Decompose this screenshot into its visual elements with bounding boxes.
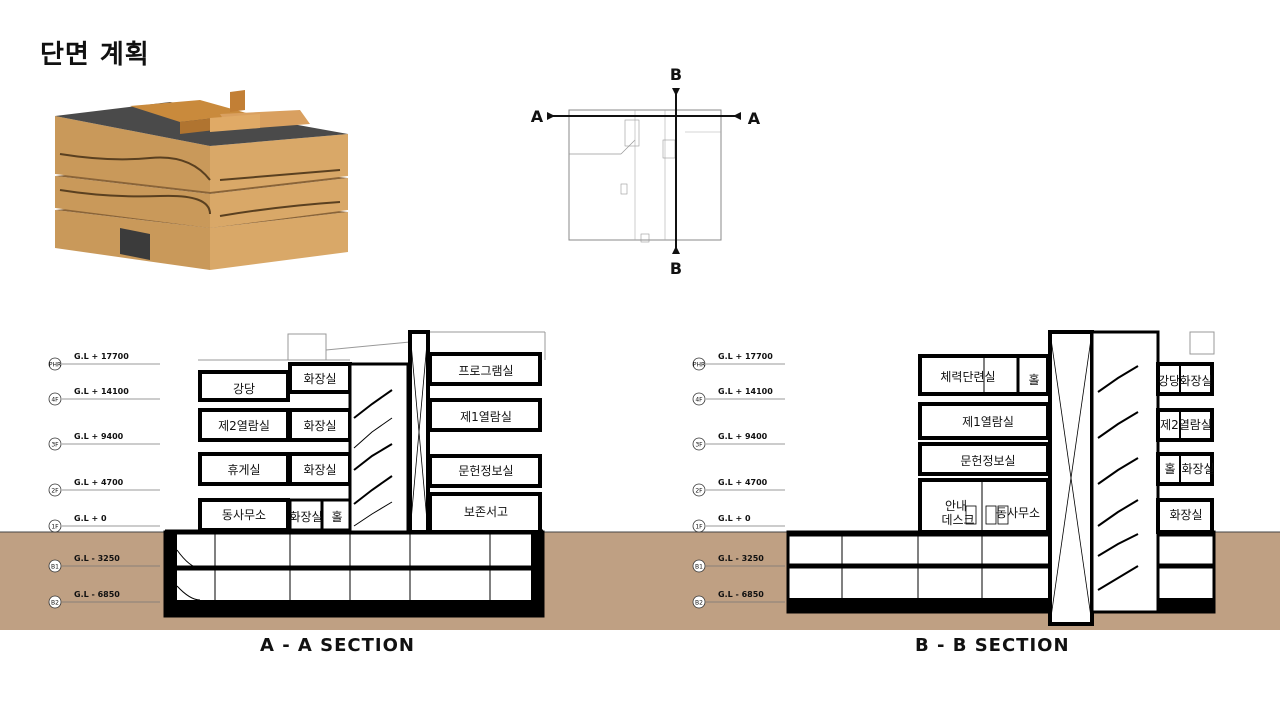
bb-room-restroom-1f: 화장실 bbox=[1169, 508, 1202, 522]
level-marker-circle bbox=[48, 519, 62, 533]
bb-room-office: 동사무소 bbox=[996, 506, 1040, 520]
bb-room-restroom-4f: 화장실 bbox=[1179, 374, 1212, 388]
cut-label-b-top: B bbox=[670, 65, 682, 84]
level-code: 4F bbox=[695, 397, 703, 404]
level-label: G.L + 9400 bbox=[718, 432, 768, 441]
level-marker-circle bbox=[692, 357, 706, 371]
level-marker-2f: 2F G.L + 4700 bbox=[48, 478, 160, 497]
level-marker-circle bbox=[692, 392, 706, 406]
level-label: G.L - 6850 bbox=[718, 590, 764, 599]
aa-room-restroom-3f: 화장실 bbox=[303, 419, 336, 433]
level-marker-b2: B2 G.L - 6850 bbox=[48, 590, 160, 609]
bb-room-reading1: 제1열람실 bbox=[962, 415, 1014, 429]
aa-room-reading1: 제1열람실 bbox=[460, 410, 512, 424]
level-code: 4F bbox=[51, 397, 59, 404]
level-code: 2F bbox=[51, 488, 59, 495]
level-marker-phr: PHR G.L + 17700 bbox=[692, 352, 785, 371]
level-marker-circle bbox=[692, 519, 706, 533]
level-marker-4f: 4F G.L + 14100 bbox=[48, 387, 160, 406]
level-marker-4f: 4F G.L + 14100 bbox=[692, 387, 785, 406]
level-code: B1 bbox=[51, 564, 59, 571]
level-code: 1F bbox=[695, 524, 703, 531]
level-label: G.L + 0 bbox=[718, 514, 751, 523]
level-marker-circle bbox=[692, 595, 706, 609]
section-aa-drawing: 강당 화장실 프로그램실 제2열람실 화장실 제1열람실 휴게실 화장실 문헌정… bbox=[163, 330, 546, 618]
bb-room-info-desk-2: 데스크 bbox=[941, 513, 974, 527]
bb-room-hall-4f: 홀 bbox=[1028, 373, 1039, 387]
aa-room-lounge: 휴게실 bbox=[227, 463, 260, 477]
level-marker-circle bbox=[692, 437, 706, 451]
bb-room-reading2: 제2열람실 bbox=[1160, 418, 1212, 432]
aa-room-auditorium: 강당 bbox=[233, 382, 255, 396]
aa-room-documents: 문헌정보실 bbox=[458, 464, 513, 478]
level-code: 3F bbox=[51, 442, 59, 449]
bb-room-auditorium: 강당 bbox=[1158, 374, 1180, 388]
level-label: G.L + 17700 bbox=[74, 352, 129, 361]
level-code: B2 bbox=[695, 600, 703, 607]
level-marker-1f: 1F G.L + 0 bbox=[692, 514, 785, 533]
level-marker-circle bbox=[48, 559, 62, 573]
section-aa-caption: A - A SECTION bbox=[260, 635, 415, 656]
level-label: G.L + 14100 bbox=[718, 387, 773, 396]
level-marker-3f: 3F G.L + 9400 bbox=[692, 432, 785, 451]
level-label: G.L - 3250 bbox=[718, 554, 764, 563]
level-marker-3f: 3F G.L + 9400 bbox=[48, 432, 160, 451]
aa-room-program: 프로그램실 bbox=[458, 364, 513, 378]
level-marker-circle bbox=[692, 559, 706, 573]
level-marker-circle bbox=[48, 392, 62, 406]
section-bb-caption: B - B SECTION bbox=[915, 635, 1070, 656]
level-marker-circle bbox=[692, 483, 706, 497]
level-marker-phr: PHR G.L + 17700 bbox=[48, 352, 160, 371]
level-code: 1F bbox=[51, 524, 59, 531]
aa-room-restroom-4f: 화장실 bbox=[303, 372, 336, 386]
cut-label-b-bottom: B bbox=[670, 259, 682, 278]
level-label: G.L + 0 bbox=[74, 514, 107, 523]
level-marker-1f: 1F G.L + 0 bbox=[48, 514, 160, 533]
bb-room-info-desk-1: 안내 bbox=[945, 499, 967, 513]
level-label: G.L + 4700 bbox=[74, 478, 124, 487]
bb-room-documents: 문헌정보실 bbox=[960, 454, 1015, 468]
sections-drawing: PHR G.L + 17700 4F G.L + 14100 3F G.L + 9400 2… bbox=[0, 330, 1280, 630]
cut-label-a-right: A bbox=[748, 109, 761, 128]
bb-room-restroom-2f: 화장실 bbox=[1181, 462, 1214, 476]
aa-room-hall: 홀 bbox=[331, 510, 342, 524]
section-bb-drawing: 체력단련실 홀 강당 화장실 제1열람실 제2열람실 문헌정보실 홀 화장실 안… bbox=[786, 330, 1216, 626]
level-label: G.L + 9400 bbox=[74, 432, 124, 441]
level-code: PHR bbox=[693, 362, 705, 369]
level-markers-bb: PHR G.L + 17700 4F G.L + 14100 3F G.L + 9400 2… bbox=[692, 352, 785, 609]
level-label: G.L + 17700 bbox=[718, 352, 773, 361]
level-label: G.L + 4700 bbox=[718, 478, 768, 487]
level-code: B1 bbox=[695, 564, 703, 571]
aa-room-restroom-2f: 화장실 bbox=[303, 463, 336, 477]
aa-room-restroom-1f: 화장실 bbox=[289, 510, 322, 524]
level-code: 3F bbox=[695, 442, 703, 449]
massing-model-image bbox=[55, 90, 348, 270]
level-code: B2 bbox=[51, 600, 59, 607]
level-label: G.L + 14100 bbox=[74, 387, 129, 396]
level-marker-b1: B1 G.L - 3250 bbox=[692, 554, 785, 573]
level-markers-aa: PHR G.L + 17700 4F G.L + 14100 3F G.L + 9400 2… bbox=[48, 352, 160, 609]
key-plan: A A B B bbox=[531, 65, 761, 278]
bb-room-hall-2f: 홀 bbox=[1164, 462, 1175, 476]
level-code: PHR bbox=[49, 362, 61, 369]
aa-room-office: 동사무소 bbox=[222, 508, 266, 522]
level-marker-2f: 2F G.L + 4700 bbox=[692, 478, 785, 497]
level-marker-circle bbox=[48, 357, 62, 371]
level-marker-circle bbox=[48, 437, 62, 451]
level-marker-b2: B2 G.L - 6850 bbox=[692, 590, 785, 609]
page-title: 단면 계획 bbox=[40, 40, 150, 70]
level-marker-circle bbox=[48, 595, 62, 609]
level-label: G.L - 3250 bbox=[74, 554, 120, 563]
level-code: 2F bbox=[695, 488, 703, 495]
aa-room-reading2: 제2열람실 bbox=[218, 419, 270, 433]
aa-room-archive: 보존서고 bbox=[464, 505, 508, 519]
bb-room-fitness: 체력단련실 bbox=[940, 370, 995, 384]
level-marker-circle bbox=[48, 483, 62, 497]
cut-label-a-left: A bbox=[531, 107, 544, 126]
level-marker-b1: B1 G.L - 3250 bbox=[48, 554, 160, 573]
level-label: G.L - 6850 bbox=[74, 590, 120, 599]
